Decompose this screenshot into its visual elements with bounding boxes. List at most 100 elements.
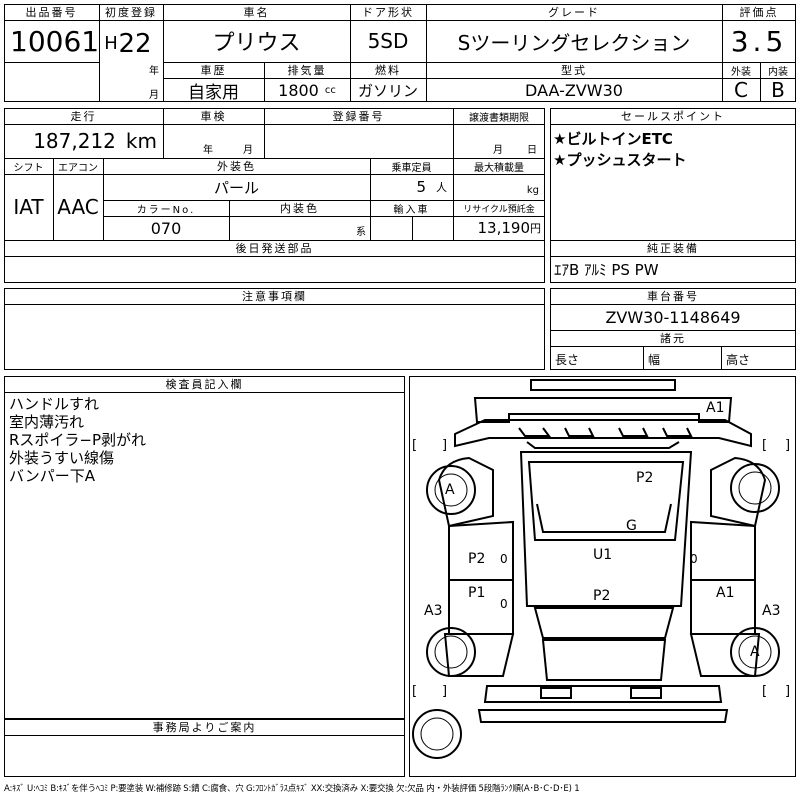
bracket-right-bottom-close: ] (785, 684, 791, 699)
exterior-grade: C (734, 78, 748, 102)
history-label: 車歴 (200, 64, 227, 77)
inspector-box (4, 376, 405, 719)
fuel: ガソリン (357, 81, 418, 100)
model-label: 型式 (561, 64, 587, 77)
sales-point-2: ★プッシュスタート (553, 151, 687, 169)
wheel-rear-right (730, 627, 780, 677)
equipment-label: 純正装備 (647, 242, 699, 255)
displacement-label: 排気量 (287, 64, 327, 77)
bracket-left-bottom-close: ] (442, 684, 448, 699)
mark-a1-right-door: A1 (716, 585, 735, 601)
mark-a1-bumper: A1 (706, 400, 725, 416)
rear-window (533, 607, 675, 639)
model-code: DAA-ZVW30 (525, 80, 623, 100)
year-unit: 年 (149, 65, 159, 77)
exterior-color-label: 外装色 (217, 160, 256, 173)
left-rear-fender (443, 633, 515, 677)
mark-p1-left-door: P1 (468, 585, 486, 601)
inspector-notes: ハンドルすれ 室内薄汚れ Rスポイラ−P剥がれ 外装うすい線傷 バンパー下A (9, 395, 146, 485)
wheel-front-left (426, 465, 476, 515)
capacity-label: 乗車定員 (391, 162, 432, 174)
interior-color-label: 内装色 (280, 202, 319, 215)
mark-g-windshield: G (626, 518, 637, 534)
inspector-line: 室内薄汚れ (9, 413, 85, 431)
mark-zero-left-1: 0 (500, 552, 508, 566)
bracket-left-bottom: [ (412, 684, 418, 699)
left-fender (437, 456, 494, 528)
right-fender (710, 456, 767, 528)
max-load-unit: kg (526, 184, 539, 196)
mileage: 187,212 km (4, 124, 163, 158)
office-label: 事務局よりご案内 (152, 721, 257, 734)
wheel-front-right (730, 463, 780, 513)
rear-under (477, 709, 729, 723)
notes-label: 注意事項欄 (242, 290, 307, 303)
hood (454, 419, 752, 448)
first-registration-label: 初度登録 (105, 6, 157, 19)
inspector-line: 外装うすい線傷 (9, 449, 115, 467)
exterior-label: 外装 (731, 66, 751, 78)
office-box (4, 719, 405, 777)
shift-label: シフト (13, 162, 44, 174)
width-label: 幅 (648, 352, 661, 367)
mark-p2-left-door: P2 (468, 551, 486, 567)
sales-points-box (550, 108, 796, 283)
recycle-value: 13,190 (477, 219, 531, 237)
registration-number-label: 登録番号 (332, 110, 385, 123)
car-name: プリウス (212, 31, 301, 56)
chassis-number: ZVW30-1148649 (605, 307, 741, 327)
shift: IAT (13, 195, 44, 219)
door-type-label: ドア形状 (362, 6, 414, 19)
month-unit: 月 (149, 89, 159, 101)
roof-outline (519, 451, 693, 607)
max-load-label: 最大積載量 (474, 162, 524, 174)
air-conditioner-label: エアコン (58, 162, 98, 174)
history: 自家用 (188, 82, 239, 103)
bracket-right-top: [ (762, 438, 768, 453)
displacement: 1800 cc (264, 78, 350, 102)
recycle-label: リサイクル預託金 (463, 204, 535, 215)
era-letter: H (104, 32, 118, 54)
mark-a3-right: A3 (762, 603, 781, 619)
score-label: 評価点 (739, 6, 779, 19)
recycle-unit: 円 (530, 222, 541, 235)
bracket-right-top-close: ] (785, 438, 791, 453)
mileage-value: 187,212 (33, 129, 116, 153)
recycle-deposit: 13,190 円 (453, 216, 545, 240)
door-type: 5SD (367, 29, 409, 53)
displacement-unit: cc (324, 84, 336, 96)
sales-points-label: セールスポイント (621, 110, 725, 123)
displacement-value: 1800 (278, 80, 319, 100)
chassis-box (550, 288, 796, 370)
trunk (541, 639, 667, 681)
length-label: 長さ (555, 352, 580, 367)
notes-box (4, 288, 545, 370)
car-diagram (412, 379, 780, 759)
bracket-left-top-close: ] (442, 438, 448, 453)
mark-a3-left: A3 (424, 603, 443, 619)
car-name-label: 車名 (243, 6, 270, 19)
capacity-value: 5 (416, 178, 426, 196)
lot-number: 10061 (10, 24, 100, 58)
rear-plate-right (630, 687, 662, 699)
interior-grade: B (771, 78, 785, 102)
inspection-month-unit: 月 (243, 144, 253, 156)
damage-code-legend: A:ｷｽﾞ U:ﾍｺﾐ B:ｷｽﾞを伴うﾍｺﾐ P:要塗装 W:補修跡 S:錆 … (4, 784, 580, 794)
bracket-right-bottom: [ (762, 684, 768, 699)
later-parts-label: 後日発送部品 (235, 242, 314, 255)
fuel-label: 燃料 (375, 64, 401, 77)
lot-number-label: 出品番号 (25, 6, 78, 19)
sales-point-1: ★ビルトインETC (553, 130, 673, 148)
mark-u1-center: U1 (593, 547, 613, 563)
front-bumper (473, 397, 733, 423)
wheel-rear-left (426, 627, 476, 677)
mileage-label: 走行 (70, 110, 97, 123)
mark-a-front-left-wheel: A (445, 482, 455, 498)
roof-inner (527, 461, 685, 541)
mark-a-rear-right-wheel: A (750, 644, 760, 660)
mark-p2-roof: P2 (636, 470, 654, 486)
windshield (536, 503, 672, 533)
inspector-line: ハンドルすれ (9, 395, 100, 413)
front-grille (518, 427, 693, 449)
score: 3.5 (730, 24, 788, 58)
